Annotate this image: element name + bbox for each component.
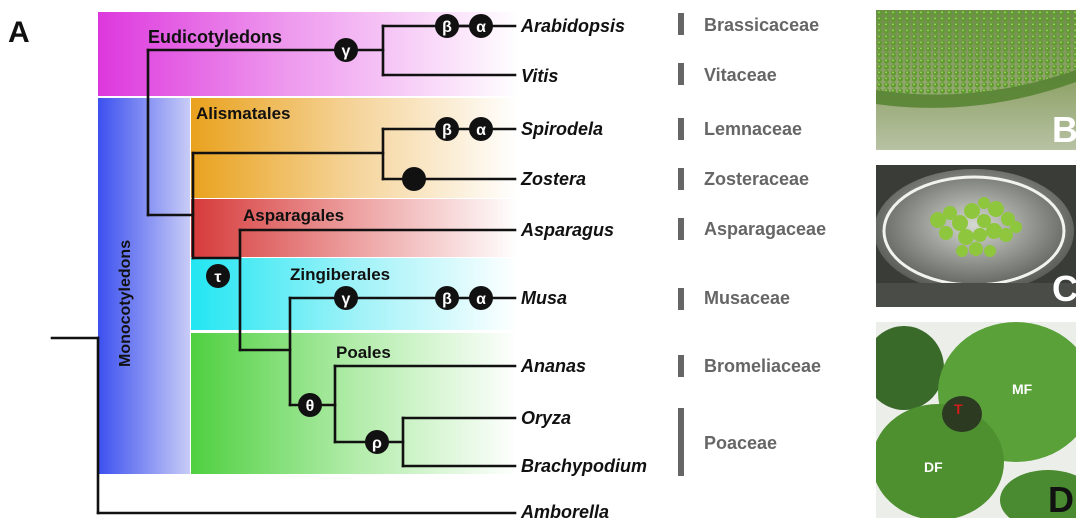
beta-musa-event: β <box>435 286 459 310</box>
monocot-box <box>98 98 190 474</box>
eudicot-label: Eudicotyledons <box>148 27 282 47</box>
species-musa: Musa <box>521 288 567 308</box>
species-labels: Arabidopsis Vitis Spirodela Zostera Aspa… <box>520 16 647 518</box>
phylogenetic-tree: A Eudicotyledons Monocotyledons Alismata… <box>0 0 876 518</box>
panel-c-letter: C <box>1052 268 1076 307</box>
family-zosteraceae: Zosteraceae <box>704 169 809 189</box>
alismatales-label: Alismatales <box>196 104 291 123</box>
family-lemnaceae: Lemnaceae <box>704 119 802 139</box>
daughter-frond-label: DF <box>924 459 943 475</box>
alpha-musa-event: α <box>469 286 493 310</box>
family-bars <box>678 13 684 476</box>
svg-text:β: β <box>442 122 452 139</box>
svg-text:β: β <box>442 19 452 36</box>
svg-text:α: α <box>476 19 486 36</box>
species-brachypodium: Brachypodium <box>521 456 647 476</box>
family-brassicaceae: Brassicaceae <box>704 15 819 35</box>
mother-frond-label: MF <box>1012 381 1033 397</box>
panel-d-photo: T MF DF D <box>876 322 1076 518</box>
family-labels: Brassicaceae Vitaceae Lemnaceae Zosterac… <box>704 15 826 453</box>
svg-text:τ: τ <box>214 269 221 286</box>
turion-label: T <box>954 401 963 417</box>
rho-event: ρ <box>365 430 389 454</box>
svg-text:α: α <box>476 291 486 308</box>
family-vitaceae: Vitaceae <box>704 65 777 85</box>
species-vitis: Vitis <box>521 66 558 86</box>
gamma-eudicot-event: γ <box>334 38 358 62</box>
svg-text:γ: γ <box>342 43 351 60</box>
species-oryza: Oryza <box>521 408 571 428</box>
gamma-musa-event: γ <box>334 286 358 310</box>
panel-a-letter: A <box>8 16 30 49</box>
svg-text:θ: θ <box>306 398 315 415</box>
species-ananas: Ananas <box>520 356 586 376</box>
svg-text:ρ: ρ <box>372 435 382 452</box>
species-amborella: Amborella <box>520 502 609 518</box>
poales-label: Poales <box>336 343 391 362</box>
tau-event: τ <box>206 264 230 288</box>
beta-arabidopsis-event: β <box>435 14 459 38</box>
alpha-spirodela-event: α <box>469 117 493 141</box>
family-bromeliaceae: Bromeliaceae <box>704 356 821 376</box>
panel-d-letter: D <box>1048 479 1074 518</box>
species-spirodela: Spirodela <box>521 119 603 139</box>
svg-text:γ: γ <box>342 291 351 308</box>
svg-text:β: β <box>442 291 452 308</box>
family-poaceae: Poaceae <box>704 433 777 453</box>
panel-b-photo: B <box>876 10 1076 150</box>
theta-event: θ <box>298 393 322 417</box>
zostera-event-dot <box>402 167 426 191</box>
species-arabidopsis: Arabidopsis <box>520 16 625 36</box>
family-musaceae: Musaceae <box>704 288 790 308</box>
monocot-label: Monocotyledons <box>117 240 134 367</box>
panel-c-photo: C <box>876 165 1076 307</box>
alpha-arabidopsis-event: α <box>469 14 493 38</box>
panel-b-letter: B <box>1052 109 1076 150</box>
zingiberales-label: Zingiberales <box>290 265 390 284</box>
svg-text:α: α <box>476 122 486 139</box>
family-asparagaceae: Asparagaceae <box>704 219 826 239</box>
species-asparagus: Asparagus <box>520 220 614 240</box>
asparagales-label: Asparagales <box>243 206 344 225</box>
species-zostera: Zostera <box>520 169 586 189</box>
beta-spirodela-event: β <box>435 117 459 141</box>
